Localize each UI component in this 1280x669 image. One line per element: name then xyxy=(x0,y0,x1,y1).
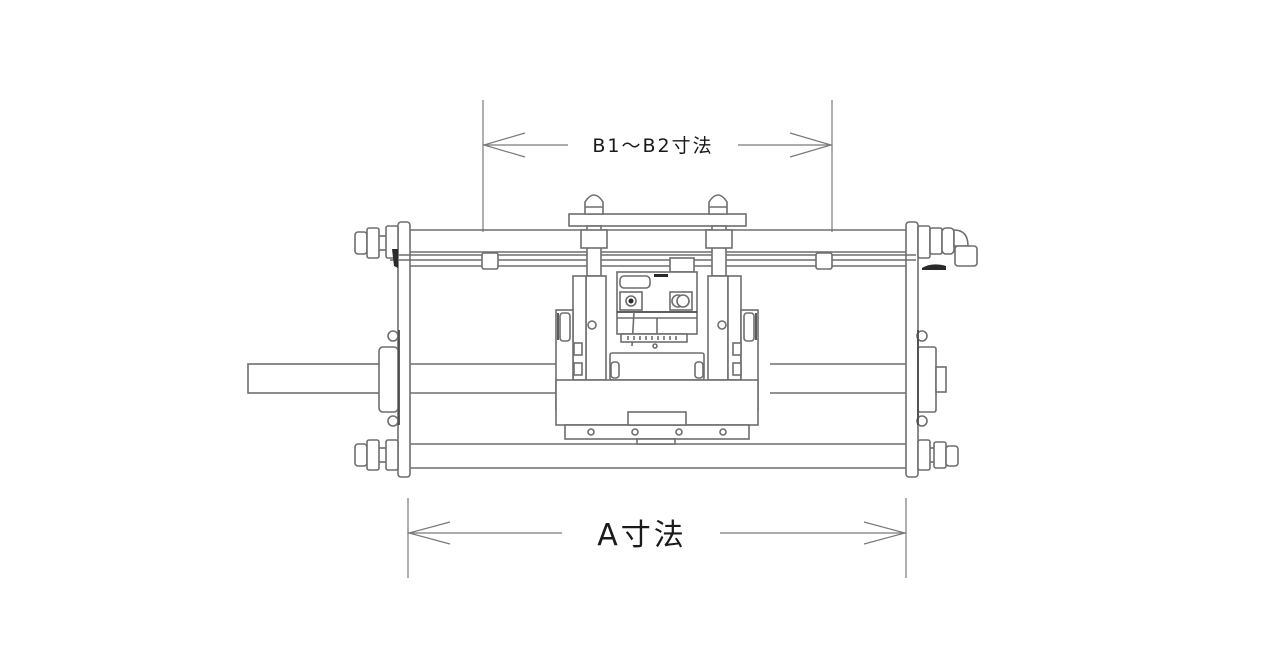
frame xyxy=(247,221,947,478)
right-top-fitting xyxy=(917,225,978,270)
cap-nut-right xyxy=(708,194,728,215)
main-shaft xyxy=(247,363,381,394)
right-bearing-cap xyxy=(935,366,947,393)
center-carriage xyxy=(555,194,759,445)
right-bottom-bolt xyxy=(917,439,959,471)
rail-collar-left xyxy=(481,252,499,270)
left-top-bolt xyxy=(354,225,399,268)
dimension-b1-b2: B1～B2寸法 xyxy=(481,100,834,232)
dimension-a: A寸法 xyxy=(406,498,908,578)
base-tab xyxy=(627,411,687,426)
clamp-bar xyxy=(568,213,747,227)
scale-ticks xyxy=(627,336,677,340)
knob-left xyxy=(559,312,571,342)
rail-collar-right xyxy=(815,252,833,270)
knob-right xyxy=(743,312,755,342)
dimension-a-label: A寸法 xyxy=(597,518,687,553)
dimension-b-label: B1～B2寸法 xyxy=(592,135,713,157)
right-bearing xyxy=(917,346,937,413)
top-block xyxy=(669,257,695,273)
left-bottom-bolt xyxy=(354,439,399,471)
cap-nut-left xyxy=(584,194,604,215)
left-bearing xyxy=(378,346,399,413)
elbow-fitting xyxy=(954,245,978,267)
